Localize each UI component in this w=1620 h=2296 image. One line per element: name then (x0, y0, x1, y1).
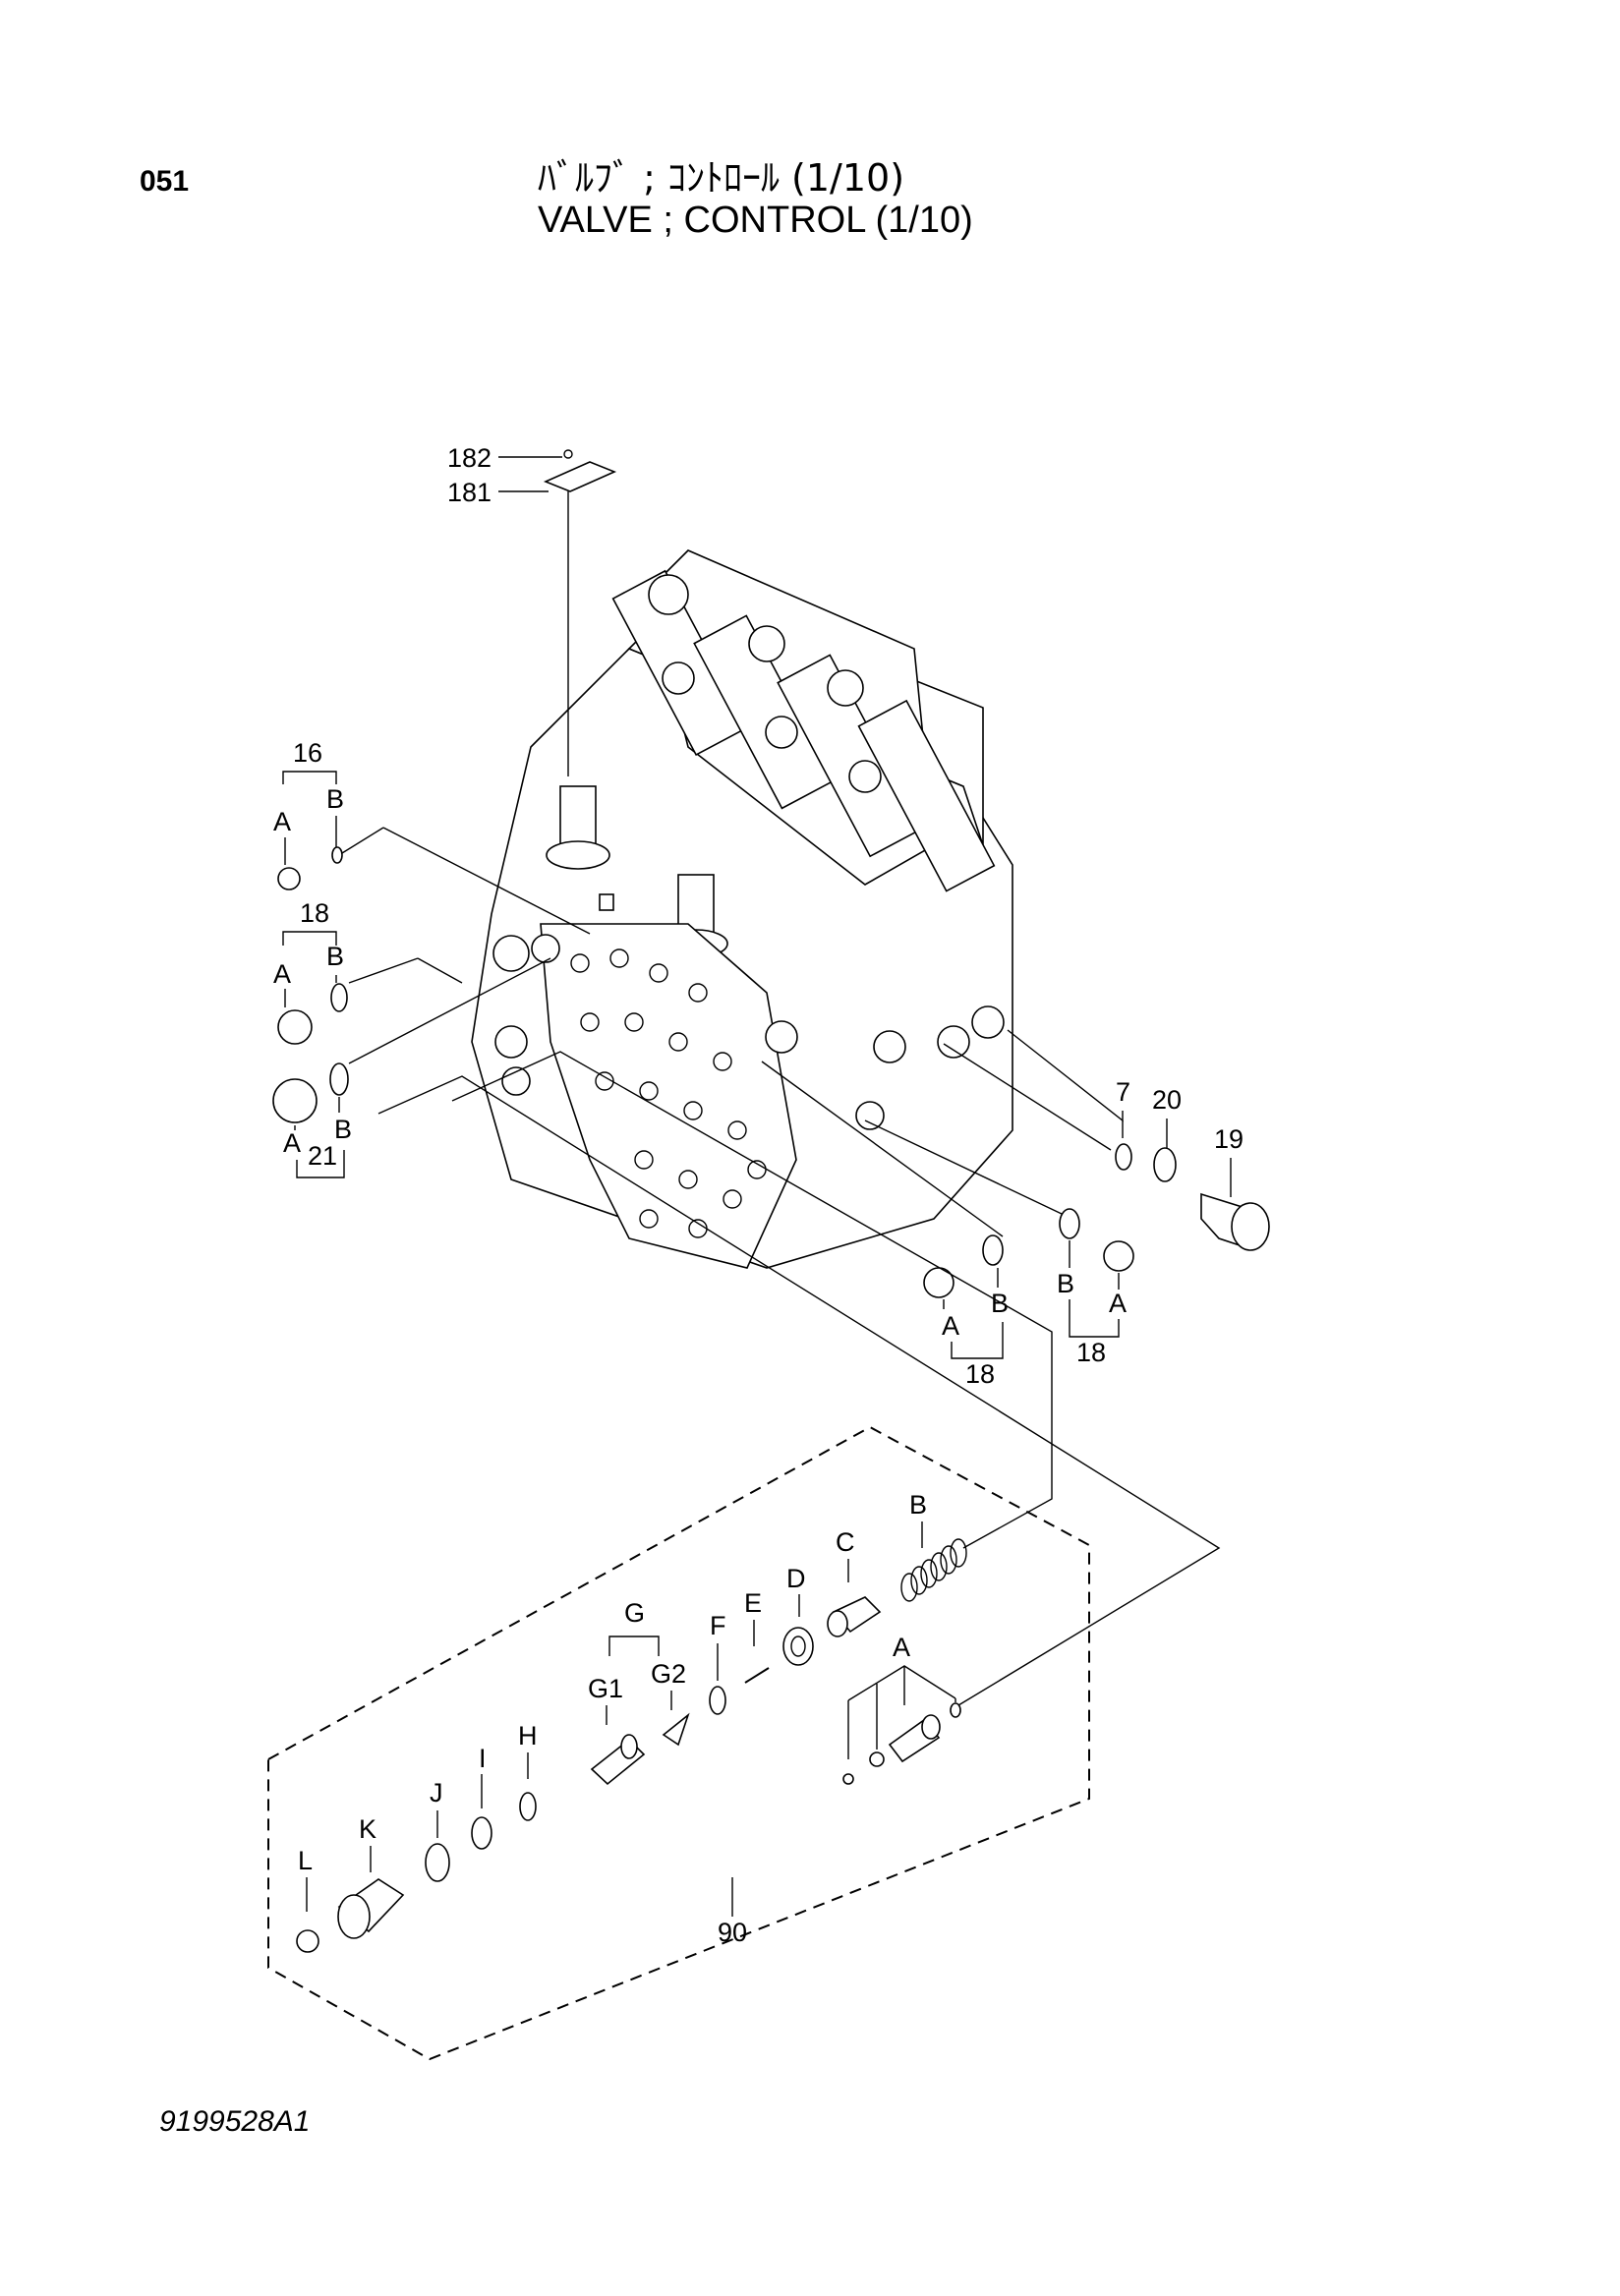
kit-label-c: C (836, 1527, 855, 1557)
kit-label-h: H (518, 1721, 538, 1751)
kit-label-j: J (430, 1778, 443, 1808)
callout-19: 19 (1214, 1124, 1244, 1154)
callout-16-b: B (326, 784, 344, 814)
kit-label-k: K (359, 1814, 376, 1844)
kit-label-e: E (744, 1588, 762, 1618)
callout-21-a: A (283, 1128, 301, 1158)
right-plug-group: 7 20 19 B A 18 A B 18 (761, 1029, 1270, 1389)
callout-18-middle: 18 (965, 1359, 995, 1389)
kit-label-f: F (710, 1611, 726, 1640)
kit-label-b: B (909, 1490, 927, 1520)
callout-18-right-b: B (1057, 1269, 1074, 1298)
kit-label-g1: G1 (588, 1674, 623, 1703)
callout-18-middle-a: A (942, 1311, 959, 1341)
callout-18-left-b: B (326, 942, 344, 971)
name-plate-assembly: 182 181 (447, 443, 617, 776)
control-valve-body (471, 549, 1013, 1269)
callout-21: 21 (308, 1141, 337, 1171)
kit-label-d: D (786, 1564, 806, 1593)
callout-21-b: B (334, 1115, 352, 1144)
callout-16: 16 (293, 738, 322, 768)
kit-label-g2: G2 (651, 1659, 686, 1689)
callout-18-left: 18 (300, 898, 329, 928)
kit-90: 90 B C D E F G G2 G1 (267, 1425, 1090, 2061)
kit-leader-lines (377, 1051, 1221, 1706)
callout-7: 7 (1116, 1077, 1130, 1107)
title-english: VALVE ; CONTROL (1/10) (538, 200, 973, 241)
kit-label-a: A (893, 1633, 910, 1662)
left-plug-group: 16 A B 18 A B A B 21 (272, 738, 591, 1178)
callout-181: 181 (447, 478, 492, 507)
callout-18-right: 18 (1076, 1338, 1106, 1367)
callout-16-a: A (273, 807, 291, 836)
kit-label-l: L (298, 1846, 313, 1875)
page-number: 051 (140, 165, 190, 198)
callout-18-left-a: A (273, 959, 291, 989)
drawing-number: 9199528A1 (159, 2105, 311, 2138)
callout-18-middle-b: B (991, 1289, 1009, 1318)
callout-18-right-a: A (1109, 1289, 1127, 1318)
title-japanese: ﾊﾞﾙﾌﾞ ; ｺﾝﾄﾛｰﾙ (1/10) (538, 156, 905, 200)
callout-90: 90 (718, 1918, 747, 1947)
kit-label-g: G (624, 1598, 645, 1628)
kit-label-i: I (479, 1744, 487, 1773)
callout-20: 20 (1152, 1085, 1182, 1115)
callout-182: 182 (447, 443, 492, 473)
